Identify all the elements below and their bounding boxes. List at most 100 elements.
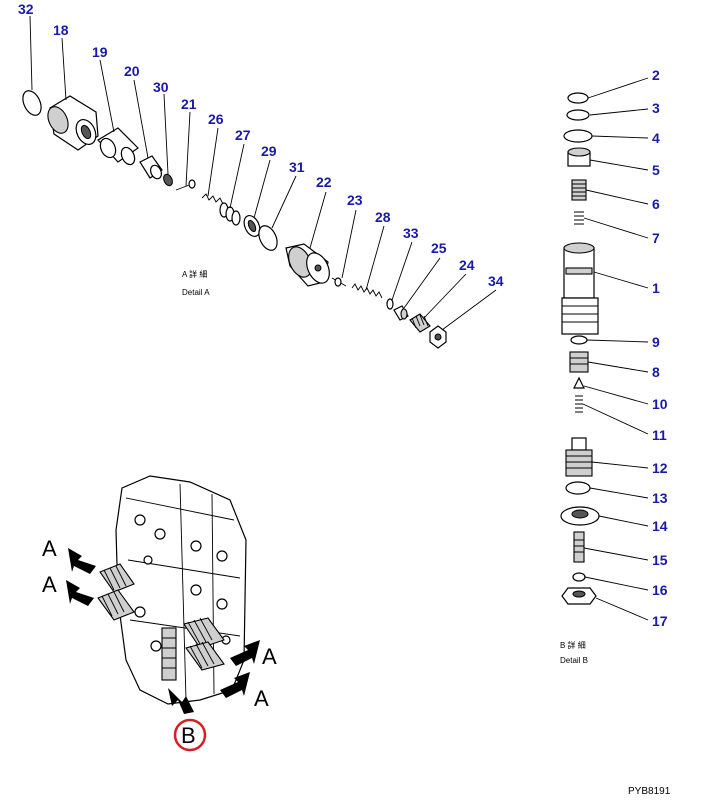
callout-34: 34 xyxy=(488,273,504,289)
overview-valve-a3 xyxy=(183,617,225,649)
part-1-valve-body xyxy=(561,242,599,335)
arrow-a4-icon xyxy=(220,672,250,698)
callout-29: 29 xyxy=(261,143,277,159)
marker-a2: A xyxy=(42,572,57,597)
drawing-reference: PYB8191 xyxy=(628,786,671,797)
callout-25: 25 xyxy=(431,240,447,256)
view-marker-letters: A A A A xyxy=(42,536,277,711)
marker-b: B xyxy=(181,723,196,748)
callout-33: 33 xyxy=(403,225,419,241)
marker-a1: A xyxy=(42,536,57,561)
callout-23: 23 xyxy=(347,192,363,208)
part-25-plug xyxy=(393,305,409,321)
detail-a-caption-jp: A 詳 細 xyxy=(182,269,207,279)
part-15-screw xyxy=(573,531,585,563)
part-34-nut xyxy=(429,325,447,349)
part-12-seat xyxy=(565,437,593,477)
callout-20: 20 xyxy=(124,63,140,79)
part-9-oring xyxy=(570,335,588,345)
callout-6: 6 xyxy=(652,196,660,212)
callout-9: 9 xyxy=(652,334,660,350)
arrow-a3-icon xyxy=(230,640,260,666)
overview-valve-a1 xyxy=(99,563,135,593)
part-32-oring xyxy=(22,90,42,116)
detail-a-callouts: 32 18 19 20 30 21 26 27 29 31 22 23 28 3… xyxy=(18,1,504,289)
part-10-poppet xyxy=(573,376,585,389)
callout-32: 32 xyxy=(18,1,34,17)
callout-2: 2 xyxy=(652,67,660,83)
part-14-washer xyxy=(560,506,600,526)
part-3-ring xyxy=(566,109,590,121)
part-23-pin xyxy=(331,277,347,287)
part-13-oring xyxy=(565,481,591,495)
detail-a-caption-en: Detail A xyxy=(182,288,210,297)
part-19-sleeve xyxy=(97,127,139,166)
overview-valve-b xyxy=(161,627,177,681)
part-21-pin xyxy=(175,179,196,191)
part-5-plug xyxy=(567,147,591,167)
part-4-oring xyxy=(563,129,593,143)
detail-b-leaders xyxy=(582,77,649,621)
part-2-oring xyxy=(567,92,589,104)
detail-b-callouts: 2 3 4 5 6 7 1 9 8 10 11 12 13 14 15 16 1… xyxy=(652,67,668,629)
callout-12: 12 xyxy=(652,460,668,476)
callout-17: 17 xyxy=(652,613,668,629)
detail-b-caption-jp: B 詳 細 xyxy=(560,640,586,650)
part-26-spring xyxy=(201,193,224,205)
highlighted-view-b: B xyxy=(173,718,207,752)
overview-valve-a2 xyxy=(97,589,135,621)
callout-27: 27 xyxy=(235,127,251,143)
callout-31: 31 xyxy=(289,159,305,175)
callout-19: 19 xyxy=(92,44,108,60)
marker-a3: A xyxy=(262,644,277,669)
callout-3: 3 xyxy=(652,100,660,116)
callout-30: 30 xyxy=(153,79,169,95)
part-24-screw xyxy=(409,313,431,333)
part-11-spring xyxy=(575,395,583,413)
callout-24: 24 xyxy=(459,257,475,273)
arrow-b-icon xyxy=(168,688,194,714)
callout-7: 7 xyxy=(652,230,660,246)
callout-4: 4 xyxy=(652,130,660,146)
overview-valve-a4 xyxy=(185,641,225,671)
part-30-ring xyxy=(163,173,173,187)
callout-28: 28 xyxy=(375,209,391,225)
detail-a-leaders xyxy=(29,15,497,331)
part-17-nut xyxy=(561,587,597,605)
callout-15: 15 xyxy=(652,552,668,568)
callout-16: 16 xyxy=(652,582,668,598)
callout-21: 21 xyxy=(181,96,197,112)
highlight-circle xyxy=(173,718,207,752)
detail-b-caption-en: Detail B xyxy=(560,656,588,665)
part-18-housing xyxy=(47,95,99,151)
view-arrows xyxy=(66,548,260,714)
detail-a-parts xyxy=(22,90,447,349)
callout-14: 14 xyxy=(652,518,668,534)
arrow-a2-icon xyxy=(66,580,94,606)
callout-26: 26 xyxy=(208,111,224,127)
part-22-cap xyxy=(285,243,330,287)
part-8-plug xyxy=(569,351,589,373)
part-31-oring xyxy=(258,225,278,251)
part-6-spring xyxy=(571,179,587,201)
callout-1: 1 xyxy=(652,280,660,296)
marker-a4: A xyxy=(254,686,269,711)
arrow-a1-icon xyxy=(68,548,96,574)
callout-13: 13 xyxy=(652,490,668,506)
callout-10: 10 xyxy=(652,396,668,412)
callout-5: 5 xyxy=(652,162,660,178)
callout-18: 18 xyxy=(53,22,69,38)
callout-11: 11 xyxy=(652,427,667,443)
part-29-washer xyxy=(243,215,261,237)
part-16-ring xyxy=(572,572,586,582)
callout-22: 22 xyxy=(316,174,332,190)
detail-b-parts xyxy=(560,92,600,605)
valve-block-overview xyxy=(97,475,247,705)
part-27-spring xyxy=(219,202,241,226)
part-33-ring xyxy=(386,298,394,310)
part-20-piston xyxy=(139,155,163,180)
callout-8: 8 xyxy=(652,364,660,380)
part-7-spring xyxy=(574,211,584,225)
